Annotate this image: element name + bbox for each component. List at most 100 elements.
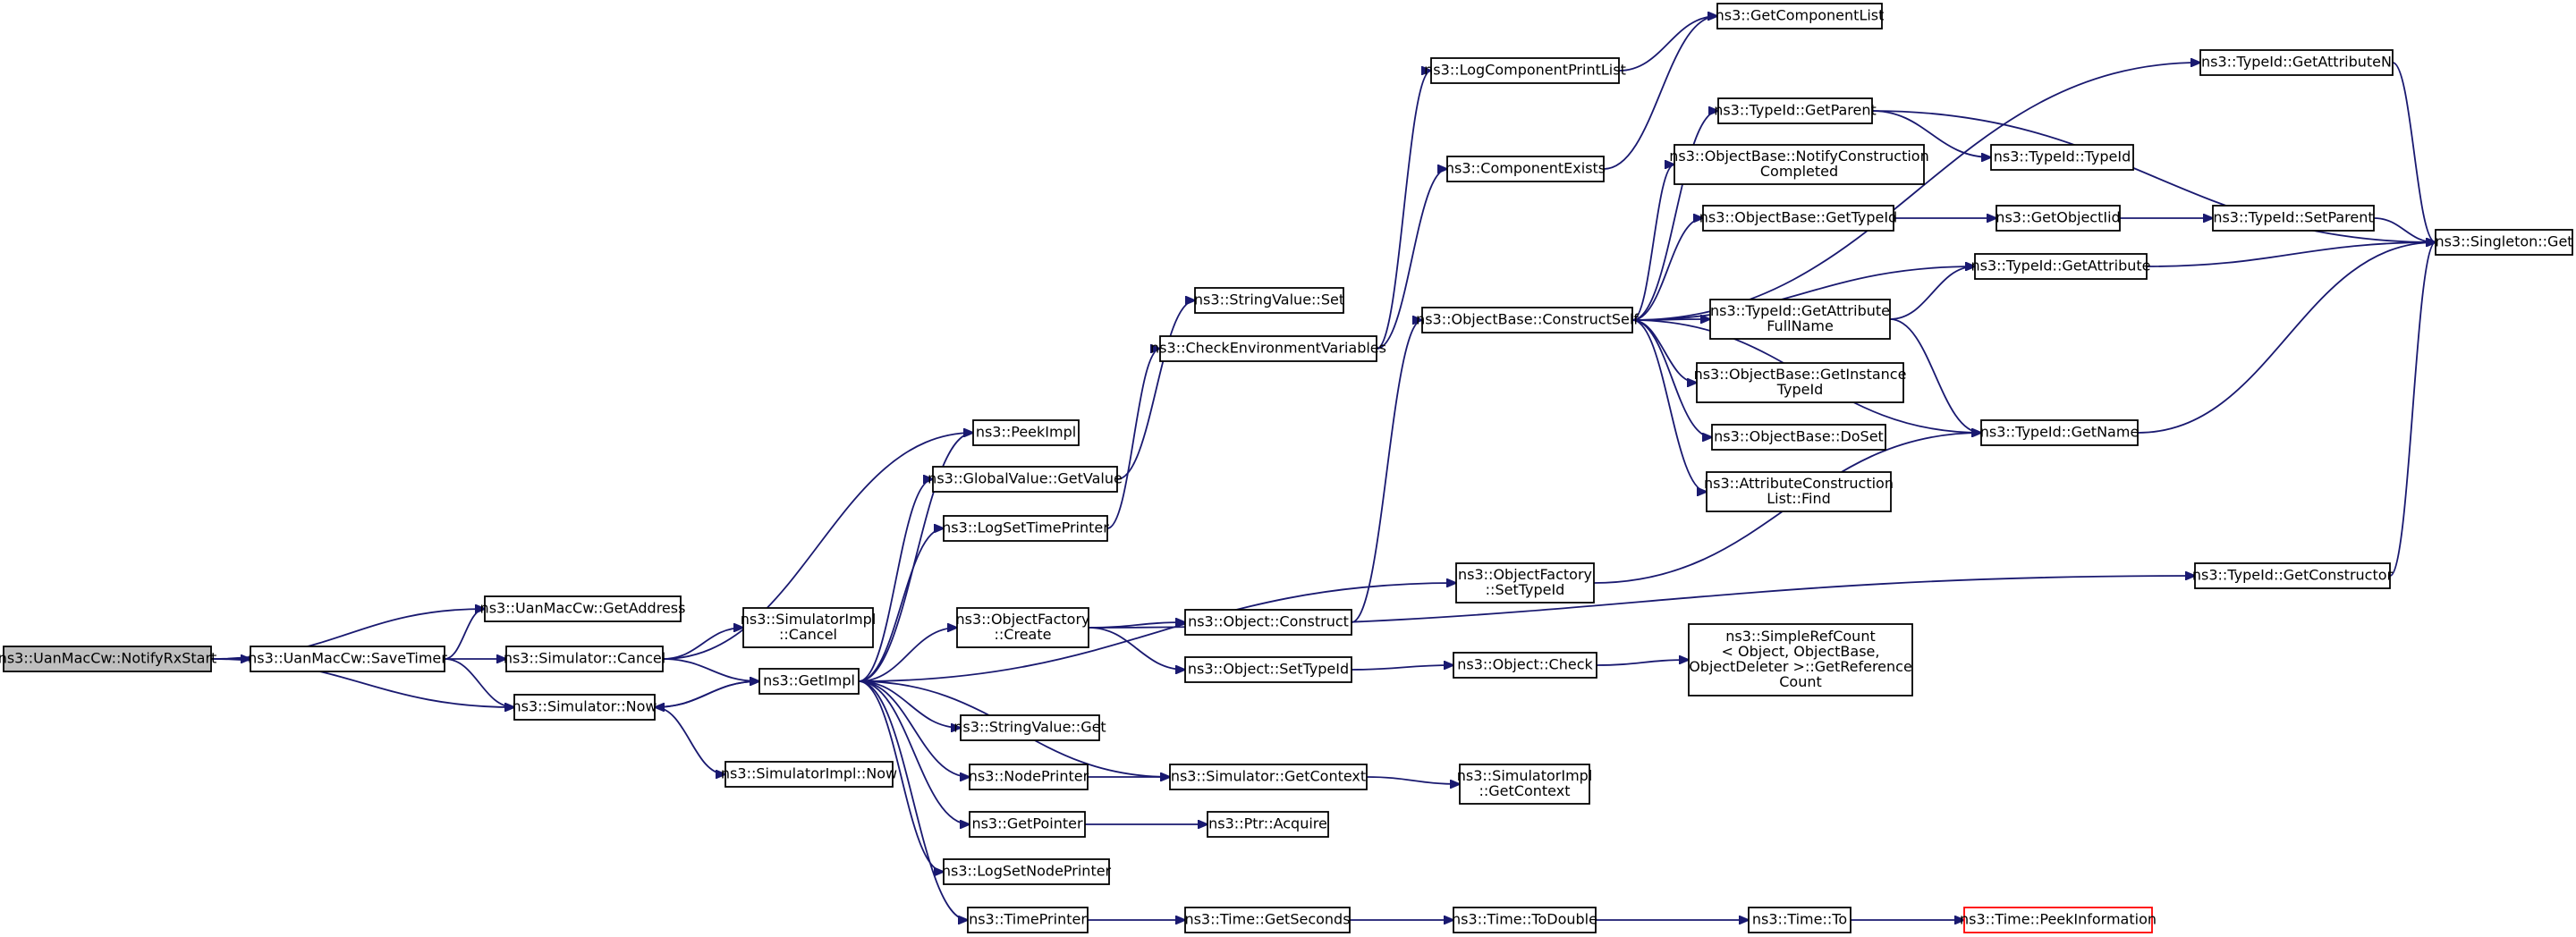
node-label: ns3::Time::PeekInformation (1960, 911, 2157, 928)
node-label: ns3::LogSetTimePrinter (942, 519, 1109, 536)
edge-getimpl-to-simnow (655, 680, 760, 707)
node-box (1706, 471, 1892, 512)
node-timeto[interactable]: ns3::Time::To (1748, 907, 1852, 933)
node-obdoset[interactable]: ns3::ObjectBase::DoSet (1711, 424, 1886, 451)
node-singletonget[interactable]: ns3::Singleton::Get (2435, 229, 2573, 256)
node-simimplcancel[interactable]: ns3::SimulatorImpl::Cancel (741, 607, 877, 648)
node-label: ns3::PeekImpl (976, 424, 1076, 441)
node-box (2435, 229, 2573, 256)
node-box (1688, 623, 1913, 696)
node-label: ns3::ObjectBase::DoSet (1714, 428, 1884, 445)
edge-tidgetattribute-to-singletonget (2146, 242, 2436, 267)
node-timepeekinformation[interactable]: ns3::Time::PeekInformation (1960, 907, 2157, 933)
edge-obconstructself-to-obdoset (1631, 319, 1712, 437)
node-box (1674, 144, 1925, 185)
edge-savetimer-to-getaddress (444, 609, 485, 660)
edge-simgetcontext-to-simimplgetcontext (1366, 776, 1460, 784)
node-simplerefcount[interactable]: ns3::SimpleRefCount< Object, ObjectBase,… (1688, 623, 1913, 696)
node-label: ns3::ObjectBase::ConstructSelf (1416, 311, 1639, 328)
node-box (1207, 811, 1329, 838)
node-svset[interactable]: ns3::StringValue::Set (1194, 287, 1344, 314)
node-savetimer[interactable]: ns3::UanMacCw::SaveTimer (248, 646, 447, 672)
node-nodeprinter[interactable]: ns3::NodePrinter (969, 764, 1089, 790)
edge-tidgetconstructor-to-singletonget (2389, 242, 2436, 577)
edge-componentexists-to-getcomponentlist (1603, 16, 1717, 170)
node-box (969, 811, 1086, 838)
node-label: ns3::StringValue::Set (1194, 291, 1344, 308)
node-box (1194, 287, 1344, 314)
node-timeprinter[interactable]: ns3::TimePrinter (967, 907, 1089, 933)
node-label: ns3::GetPointer (971, 815, 1083, 832)
node-label: ns3::StringValue::Get (953, 719, 1106, 736)
node-tidgetattributen[interactable]: ns3::TypeId::GetAttributeN (2199, 49, 2394, 76)
node-logcomponentprintlist[interactable]: ns3::LogComponentPrintList (1424, 57, 1626, 84)
node-getpointer[interactable]: ns3::GetPointer (969, 811, 1086, 838)
node-getcomponentlist[interactable]: ns3::GetComponentList (1716, 3, 1885, 30)
node-getaddress[interactable]: ns3::UanMacCw::GetAddress (480, 595, 686, 622)
node-label: ns3::GetObjectIid (1996, 209, 2120, 226)
node-label: ns3::Time::GetSeconds (1184, 911, 1350, 928)
node-label: ns3::ObjectBase::NotifyConstruction (1669, 148, 1928, 165)
node-notifyrxstart[interactable]: ns3::UanMacCw::NotifyRxStart (0, 646, 216, 672)
node-ofcreate[interactable]: ns3::ObjectFactory::Create (956, 607, 1090, 648)
node-box (1453, 652, 1597, 679)
node-obgettypeid[interactable]: ns3::ObjectBase::GetTypeId (1699, 205, 1897, 232)
node-timetodouble[interactable]: ns3::Time::ToDouble (1452, 907, 1597, 933)
node-label: ns3::Ptr::Acquire (1208, 815, 1327, 832)
node-componentexists[interactable]: ns3::ComponentExists (1445, 156, 1606, 182)
node-ofsettypeid[interactable]: ns3::ObjectFactory::SetTypeId (1455, 562, 1595, 604)
node-simnow[interactable]: ns3::Simulator::Now (513, 694, 657, 721)
node-box (2199, 49, 2394, 76)
node-obnotifyconstruction[interactable]: ns3::ObjectBase::NotifyConstructionCompl… (1669, 144, 1929, 185)
node-box (967, 907, 1089, 933)
node-label: ns3::Simulator::Cancel (504, 650, 665, 667)
node-getobjectiid[interactable]: ns3::GetObjectIid (1996, 205, 2121, 232)
node-gvgetvalue[interactable]: ns3::GlobalValue::GetValue (928, 466, 1123, 493)
node-box (2212, 205, 2375, 232)
node-box (513, 694, 656, 721)
edge-objcheck-to-simplerefcount (1596, 660, 1689, 666)
node-tidgetconstructor[interactable]: ns3::TypeId::GetConstructor (2192, 562, 2394, 589)
node-label: ns3::NodePrinter (969, 768, 1089, 785)
node-label: ns3::GlobalValue::GetValue (928, 470, 1123, 487)
node-label: ns3::TypeId::GetParent (1714, 102, 1877, 119)
node-box (1748, 907, 1852, 933)
node-getimpl[interactable]: ns3::GetImpl (758, 668, 860, 695)
node-label: ::Cancel (779, 626, 837, 643)
node-box (724, 761, 894, 788)
node-simimplgetcontext[interactable]: ns3::SimulatorImpl::GetContext (1457, 764, 1593, 805)
node-objsettypeid[interactable]: ns3::Object::SetTypeId (1184, 656, 1352, 683)
node-box (1980, 419, 2139, 446)
node-tidgetname[interactable]: ns3::TypeId::GetName (1980, 419, 2140, 446)
node-ptracquire[interactable]: ns3::Ptr::Acquire (1207, 811, 1329, 838)
node-tidgetattribute[interactable]: ns3::TypeId::GetAttribute (1970, 253, 2151, 280)
node-checkenv[interactable]: ns3::CheckEnvironmentVariables (1150, 335, 1386, 362)
node-simimplnow[interactable]: ns3::SimulatorImpl::Now (721, 761, 897, 788)
node-obconstructself[interactable]: ns3::ObjectBase::ConstructSelf (1416, 307, 1639, 333)
node-label: List::Find (1767, 490, 1831, 507)
node-label: ns3::TypeId::GetName (1980, 424, 2140, 441)
node-tidtypeid[interactable]: ns3::TypeId::TypeId (1990, 144, 2134, 171)
node-box (960, 714, 1100, 741)
node-svget[interactable]: ns3::StringValue::Get (953, 714, 1106, 741)
node-simgetcontext[interactable]: ns3::Simulator::GetContext (1169, 764, 1368, 790)
node-tidsetparent[interactable]: ns3::TypeId::SetParent (2212, 205, 2375, 232)
node-label: ns3::UanMacCw::GetAddress (480, 600, 686, 617)
node-label: FullName (1767, 317, 1834, 334)
node-objconstruct[interactable]: ns3::Object::Construct (1184, 609, 1352, 636)
edge-ofcreate-to-objsettypeid (1088, 627, 1185, 670)
node-peekimpl[interactable]: ns3::PeekImpl (972, 419, 1080, 446)
edge-getimpl-to-nodeprinter (858, 680, 970, 777)
node-logsetnodeprinter[interactable]: ns3::LogSetNodePrinter (942, 858, 1112, 885)
node-tidgetparent[interactable]: ns3::TypeId::GetParent (1714, 97, 1877, 124)
node-box (1184, 609, 1352, 636)
node-simcancel[interactable]: ns3::Simulator::Cancel (504, 646, 665, 672)
node-logsettimeprinter[interactable]: ns3::LogSetTimePrinter (942, 515, 1109, 542)
node-box (1702, 205, 1894, 232)
node-objcheck[interactable]: ns3::Object::Check (1453, 652, 1597, 679)
node-timegetseconds[interactable]: ns3::Time::GetSeconds (1184, 907, 1351, 933)
